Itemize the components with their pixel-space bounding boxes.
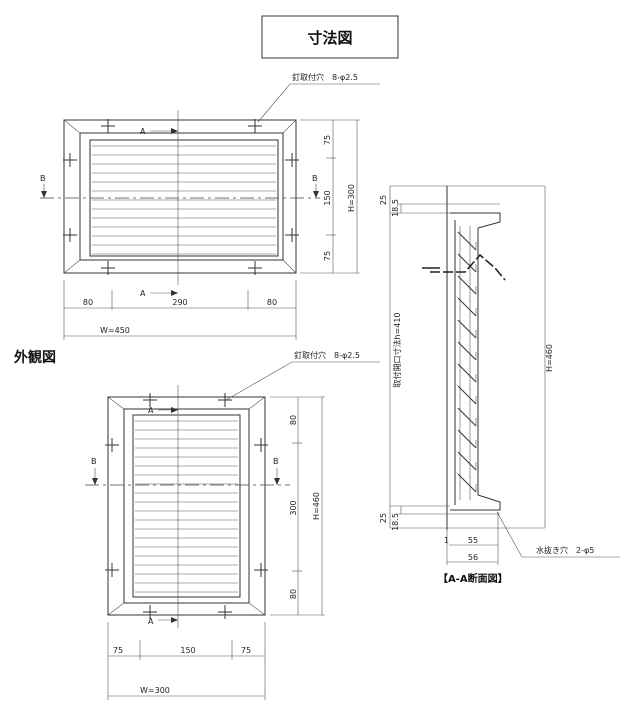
slat <box>457 385 477 405</box>
top-view: A A B B 釘取付穴 8-φ2.5 75 150 75 H=300 80 2… <box>40 72 380 340</box>
section-dim-25-top: 25 <box>379 195 388 205</box>
bottom-dim-bottom-1: 75 <box>113 646 123 655</box>
section-dim-25-bottom: 25 <box>379 513 388 523</box>
section-caption: 【A-A断面図】 <box>438 572 508 585</box>
bottom-height: H=460 <box>312 492 321 520</box>
section-dim-18-5-top: 18.5 <box>391 199 400 217</box>
slat <box>457 253 477 273</box>
slat <box>457 407 477 427</box>
slat <box>457 297 477 317</box>
bottom-dim-bottom-3: 75 <box>241 646 251 655</box>
section-b-left-2: B <box>91 457 97 466</box>
bottom-view: A A B B 釘取付穴 8-φ2.5 80 300 80 H=460 75 1… <box>85 350 380 700</box>
section-a-bottom: A <box>140 289 146 298</box>
section-dim-56: 56 <box>468 553 478 562</box>
nail-holes-label-top: 釘取付穴 8-φ2.5 <box>292 72 358 82</box>
top-width: W=450 <box>100 326 130 335</box>
top-height: H=300 <box>347 184 356 212</box>
top-dim-bottom-3: 80 <box>267 298 277 307</box>
top-dim-right-3: 75 <box>323 251 332 261</box>
top-dim-right-1: 75 <box>323 135 332 145</box>
bottom-width: W=300 <box>140 686 170 695</box>
section-louver-slats <box>457 231 477 493</box>
section-a-top-2: A <box>148 406 154 415</box>
slat <box>457 429 477 449</box>
slat <box>457 231 477 251</box>
slat <box>457 473 477 493</box>
drain-holes-label: 水抜き穴 2-φ5 <box>536 545 594 555</box>
section-b-right-2: B <box>273 457 279 466</box>
bottom-louvers <box>135 420 238 593</box>
slat <box>457 451 477 471</box>
section-view: 25 18.5 25 18.5 取付開口寸法h=410 H=460 1 55 5… <box>379 185 620 585</box>
top-dim-bottom-2: 290 <box>172 298 187 307</box>
exterior-view-label: 外観図 <box>14 349 56 366</box>
title-box: 寸法図 <box>261 15 399 59</box>
slat <box>457 319 477 339</box>
section-a-top: A <box>140 127 146 136</box>
slat <box>457 275 477 295</box>
bottom-dim-right-3: 80 <box>289 589 298 599</box>
nail-holes-label-bottom: 釘取付穴 8-φ2.5 <box>294 350 360 360</box>
top-dim-bottom-1: 80 <box>83 298 93 307</box>
section-height: H=460 <box>545 344 554 372</box>
bottom-dim-right-1: 80 <box>289 415 298 425</box>
top-nail-marks <box>63 119 299 275</box>
bottom-dim-right-2: 300 <box>289 500 298 515</box>
slat <box>457 363 477 383</box>
bottom-dim-bottom-2: 150 <box>180 646 195 655</box>
top-louvers <box>92 145 276 255</box>
section-a-bottom-2: A <box>148 617 154 626</box>
section-dim-1: 1 <box>444 536 449 545</box>
drawing-title: 寸法図 <box>307 29 352 47</box>
bottom-nail-marks <box>105 393 268 619</box>
slat <box>457 341 477 361</box>
opening-dimension: 取付開口寸法h=410 <box>392 312 402 387</box>
section-dim-55: 55 <box>468 536 478 545</box>
top-dim-right-2: 150 <box>323 190 332 205</box>
section-dim-18-5-bottom: 18.5 <box>391 513 400 531</box>
section-b-right: B <box>312 174 318 183</box>
section-b-left: B <box>40 174 46 183</box>
